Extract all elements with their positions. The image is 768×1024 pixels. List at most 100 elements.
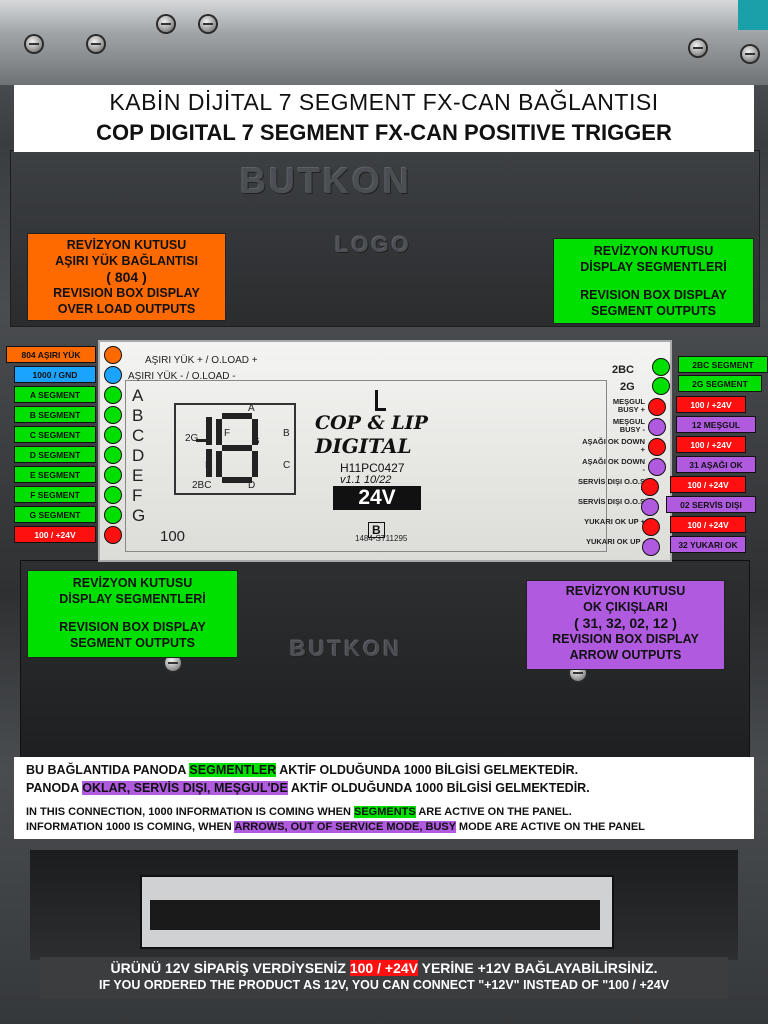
- right-pin-label-power: 100 / +24V: [670, 476, 746, 493]
- footer-text: YERİNE +12V BAĞLAYABİLİRSİNİZ.: [417, 960, 658, 976]
- left-pin-label-a: A SEGMENT: [14, 386, 96, 403]
- note-text: IN THIS CONNECTION, 1000 INFORMATION IS …: [26, 806, 354, 818]
- box-text: ARROW OUTPUTS: [569, 648, 682, 662]
- box-text: AŞIRI YÜK BAĞLANTISI: [55, 254, 198, 268]
- box-text: REVISION BOX DISPLAY: [59, 620, 206, 634]
- right-pin-label: AŞAĞI OK DOWN -: [582, 457, 645, 474]
- left-pin-label-b: B SEGMENT: [14, 406, 96, 423]
- footer-line-en: IF YOU ORDERED THE PRODUCT AS 12V, YOU C…: [98, 978, 669, 992]
- pin-dot: [104, 486, 122, 504]
- board-brand-line1: COP & LIP: [315, 412, 428, 434]
- pin-dot: [648, 458, 666, 476]
- left-pin-label-c: C SEGMENT: [14, 426, 96, 443]
- notes-panel: BU BAĞLANTIDA PANODA SEGMENTLER AKTİF OL…: [14, 757, 754, 839]
- right-pin-label: 2G: [620, 381, 635, 393]
- note-tr-1: BU BAĞLANTIDA PANODA SEGMENTLER AKTİF OL…: [26, 763, 578, 777]
- arrow-info-box: REVİZYON KUTUSU OK ÇIKIŞLARI ( 31, 32, 0…: [526, 580, 725, 670]
- connector-slot: [150, 900, 600, 930]
- right-pin-label: YUKARI OK UP +: [584, 517, 645, 526]
- pin-dot: [104, 446, 122, 464]
- box-text: ( 804 ): [106, 269, 147, 285]
- box-text: REVİZYON KUTUSU: [593, 244, 714, 258]
- board-bottom-label: 100: [160, 528, 186, 545]
- seg-label-b: B: [283, 428, 290, 439]
- cop-lip-board: [98, 340, 672, 562]
- title-banner: KABİN DİJİTAL 7 SEGMENT FX-CAN BAĞLANTIS…: [14, 85, 754, 152]
- note-text: ARE ACTIVE ON THE PANEL.: [415, 806, 572, 818]
- note-text: BU BAĞLANTIDA PANODA: [26, 763, 190, 777]
- screw-icon: [88, 36, 104, 52]
- box-text: SEGMENT OUTPUTS: [69, 636, 195, 650]
- board-mark-icon: [375, 390, 386, 411]
- logo-emboss: LOGO: [335, 232, 412, 257]
- enclosure-cyan-edge: [738, 0, 768, 30]
- box-text: OVER LOAD OUTPUTS: [57, 302, 196, 316]
- box-text: REVİZYON KUTUSU: [72, 576, 193, 590]
- screw-icon: [200, 16, 216, 32]
- box-text: DİSPLAY SEGMENTLERİ: [580, 260, 727, 274]
- right-pin-label-down: 31 AŞAĞI OK: [676, 456, 756, 473]
- seg-label-2bc: 2BC: [192, 480, 212, 491]
- left-pin-label-d: D SEGMENT: [14, 446, 96, 463]
- pin-dot: [641, 478, 659, 496]
- right-pin-label-busy: 12 MEŞGUL: [676, 416, 756, 433]
- right-pin-label: MEŞGUL BUSY +: [612, 397, 645, 414]
- title-english: COP DIGITAL 7 SEGMENT FX-CAN POSITIVE TR…: [96, 120, 672, 145]
- segment-info-box-right: REVİZYON KUTUSU DİSPLAY SEGMENTLERİ REVI…: [553, 238, 754, 324]
- screw-icon: [742, 46, 758, 62]
- enclosure-top-bar: [0, 0, 768, 85]
- note-highlight: SEGMENTLER: [189, 763, 277, 777]
- right-pin-label: MEŞGUL BUSY -: [612, 417, 645, 434]
- board-header-overload-plus: AŞIRI YÜK + / O.LOAD +: [145, 355, 258, 366]
- pin-dot: [104, 346, 122, 364]
- seg-label-g: G: [252, 436, 260, 447]
- note-text: PANODA: [26, 781, 83, 795]
- left-pin-label-power: 100 / +24V: [14, 526, 96, 543]
- pin-dot: [648, 418, 666, 436]
- right-pin-label-up: 32 YUKARI OK: [670, 536, 746, 553]
- screw-icon: [690, 40, 706, 56]
- pin-dot: [104, 386, 122, 404]
- board-voltage-badge: 24V: [333, 486, 421, 510]
- pin-dot: [652, 377, 670, 395]
- right-pin-label-oos: 02 SERVİS DIŞI: [666, 496, 756, 513]
- note-text: AKTİF OLDUĞUNDA 1000 BİLGİSİ GELMEKTEDİR…: [276, 763, 579, 777]
- pin-dot: [652, 358, 670, 376]
- left-pin-label-e: E SEGMENT: [14, 466, 96, 483]
- seven-segment-frame: [174, 403, 296, 495]
- note-tr-2: PANODA OKLAR, SERVİS DIŞI, MEŞGUL'DE AKT…: [26, 781, 590, 795]
- title-turkish: KABİN DİJİTAL 7 SEGMENT FX-CAN BAĞLANTIS…: [109, 89, 659, 115]
- right-pin-label-2bc: 2BC SEGMENT: [678, 356, 768, 373]
- overload-info-box: REVİZYON KUTUSU AŞIRI YÜK BAĞLANTISI ( 8…: [27, 233, 226, 321]
- seven-segment-icon: [196, 413, 258, 483]
- footer-text: ÜRÜNÜ 12V SİPARİŞ VERDİYSENİZ: [110, 960, 350, 976]
- seg-label-c: C: [283, 460, 291, 471]
- pin-letter-d: D: [132, 446, 145, 465]
- screw-icon: [26, 36, 42, 52]
- box-text: REVİZYON KUTUSU: [66, 238, 187, 252]
- pin-letter-e: E: [132, 466, 144, 485]
- pin-dot: [641, 498, 659, 516]
- pin-dot: [104, 466, 122, 484]
- board-outline: [125, 380, 607, 552]
- box-text: REVİZYON KUTUSU: [565, 584, 686, 598]
- box-text: ( 31, 32, 02, 12 ): [574, 615, 677, 631]
- seg-label-e: E: [205, 460, 212, 471]
- note-text: INFORMATION 1000 IS COMING, WHEN: [26, 821, 235, 833]
- board-version: v1.1 10/22: [340, 474, 392, 486]
- board-b-logo: B: [368, 522, 385, 538]
- pin-dot: [648, 438, 666, 456]
- screw-icon: [158, 16, 174, 32]
- footer-highlight: 100 / +24V: [349, 960, 418, 976]
- left-pin-label-overload: 804 AŞIRI YÜK: [6, 346, 96, 363]
- note-text: AKTİF OLDUĞUNDA 1000 BİLGİSİ GELMEKTEDİR…: [287, 781, 590, 795]
- brand-emboss-top: BUTKON: [240, 160, 412, 201]
- pin-dot: [104, 406, 122, 424]
- seg-label-d: D: [248, 480, 256, 491]
- note-highlight: ARROWS, OUT OF SERVICE MODE, BUSY: [234, 821, 456, 833]
- box-text: SEGMENT OUTPUTS: [590, 304, 716, 318]
- right-pin-label-power: 100 / +24V: [676, 436, 746, 453]
- board-model: H11PC0427: [340, 461, 405, 475]
- board-brand-line2: DIGITAL: [315, 434, 412, 458]
- right-pin-label: SERVİS DIŞI O.O.S -: [578, 497, 645, 514]
